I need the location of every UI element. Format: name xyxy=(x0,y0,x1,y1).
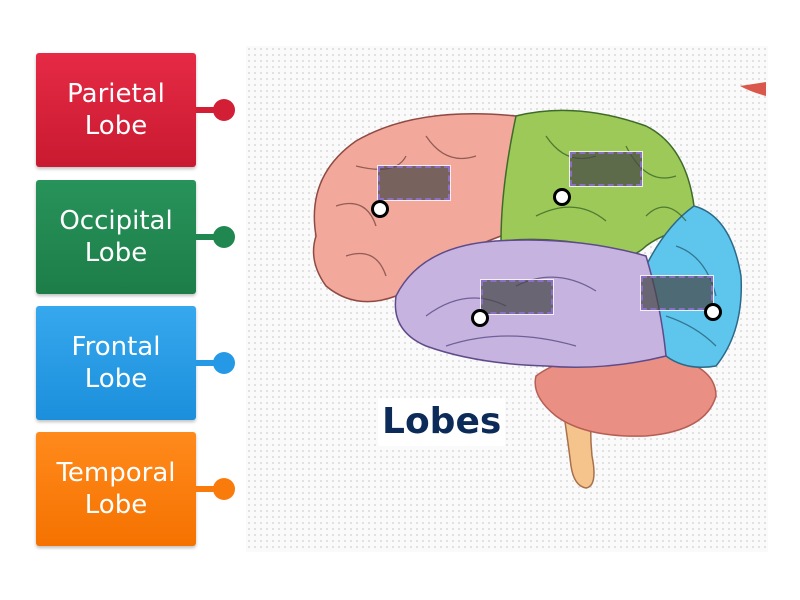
diagram-canvas xyxy=(246,46,768,552)
connector-stem xyxy=(196,234,216,240)
label-card-temporal-lobe[interactable]: Temporal Lobe xyxy=(36,432,235,546)
connector-knob[interactable] xyxy=(213,352,235,374)
connector-stem xyxy=(196,360,216,366)
drop-zone-3[interactable] xyxy=(480,279,554,315)
label-card-occipital-lobe[interactable]: Occipital Lobe xyxy=(36,180,235,294)
label-card-text: Frontal Lobe xyxy=(71,332,161,394)
target-pin-1[interactable] xyxy=(371,200,389,218)
connector-knob[interactable] xyxy=(213,99,235,121)
corner-decoration xyxy=(740,82,766,96)
connector-knob[interactable] xyxy=(213,478,235,500)
drop-zone-1[interactable] xyxy=(377,165,451,201)
drop-zone-2[interactable] xyxy=(569,151,643,187)
label-card-text: Temporal Lobe xyxy=(56,458,176,520)
label-card-text: Occipital Lobe xyxy=(59,206,173,268)
target-pin-2[interactable] xyxy=(553,188,571,206)
target-pin-3[interactable] xyxy=(471,309,489,327)
connector-stem xyxy=(196,107,216,113)
label-card-text: Parietal Lobe xyxy=(67,79,165,141)
connector-knob[interactable] xyxy=(213,226,235,248)
diagram-title: Lobes xyxy=(378,398,506,446)
label-card-parietal-lobe[interactable]: Parietal Lobe xyxy=(36,53,235,167)
drop-zone-4[interactable] xyxy=(640,275,714,311)
label-card-frontal-lobe[interactable]: Frontal Lobe xyxy=(36,306,235,420)
connector-stem xyxy=(196,486,216,492)
target-pin-4[interactable] xyxy=(704,303,722,321)
